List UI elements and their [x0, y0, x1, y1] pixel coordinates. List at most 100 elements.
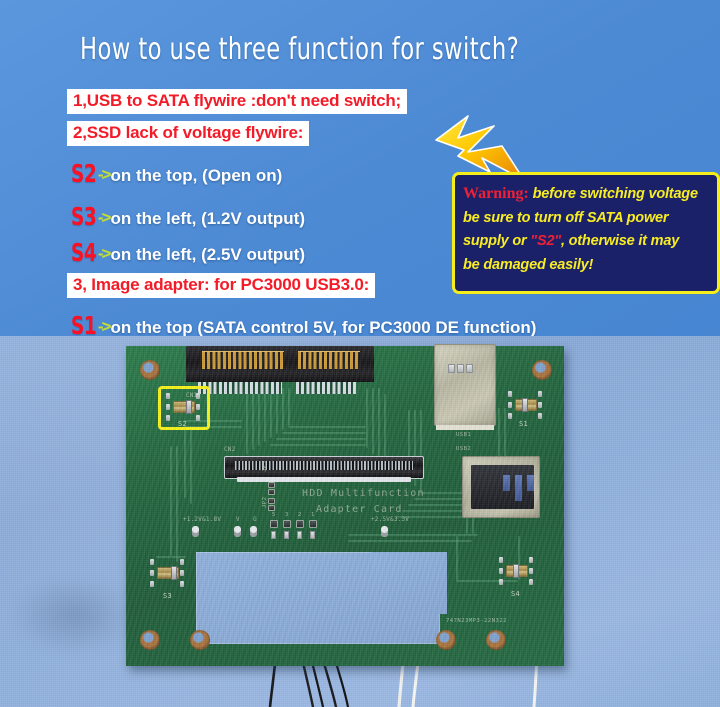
sata-data-pins	[202, 351, 284, 369]
switch-knob[interactable]	[522, 398, 528, 412]
usb2-connector[interactable]	[462, 456, 540, 518]
photo-shadow	[10, 576, 140, 656]
switch-s4[interactable]	[499, 557, 533, 585]
mounting-hole	[140, 360, 160, 380]
pcb-trace	[414, 498, 466, 500]
smd-component	[466, 364, 473, 373]
switch-desc-s4: on the left, (2.5V output)	[110, 245, 305, 264]
pcb-trace	[184, 426, 186, 498]
arrow-icon: ->	[97, 165, 112, 184]
solder-pad	[309, 520, 317, 528]
switch-s2[interactable]	[166, 393, 200, 421]
pcb-trace	[414, 410, 416, 486]
pcb-trace	[456, 536, 458, 580]
mounting-hole	[532, 360, 552, 380]
pcb-trace	[156, 556, 186, 558]
switch-pin	[166, 404, 170, 410]
pcb-trace	[170, 446, 172, 556]
mounting-hole	[436, 630, 456, 650]
silk-usb1: USB1	[456, 432, 472, 438]
instruction-line-2: 2,SSD lack of voltage flywire:	[67, 121, 310, 146]
sata-connector	[186, 346, 374, 382]
switch-pin	[538, 413, 542, 419]
switch-pin	[529, 568, 533, 574]
switch-label-s3: S3	[71, 202, 97, 231]
usb2-fin	[515, 475, 522, 501]
solder-pad	[270, 520, 278, 528]
cn2-slot	[235, 461, 413, 470]
switch-s3[interactable]	[150, 559, 184, 587]
instruction-line-3: 3, Image adapter: for PC3000 USB3.0:	[67, 273, 376, 298]
mounting-hole	[140, 630, 160, 650]
sata-power-pins	[298, 351, 360, 369]
warning-line-2: be sure to turn off SATA power	[463, 209, 669, 226]
pcb-trace	[408, 504, 466, 506]
switch-pin	[150, 581, 154, 587]
switch-pin	[508, 402, 512, 408]
warning-switch-ref: "S2"	[530, 233, 561, 250]
switch-pin	[166, 415, 170, 421]
switch-line-s4: S4->on the left, (2.5V output)	[71, 240, 305, 265]
warning-text-3a: supply or	[463, 233, 531, 250]
usb2-mouth	[471, 465, 534, 509]
usb1-connector[interactable]	[434, 344, 496, 426]
product-photo: CN1 CN2 USB1 USB2	[0, 336, 720, 707]
switch-knob[interactable]	[171, 566, 177, 580]
switch-knob[interactable]	[513, 564, 519, 578]
switch-pin	[150, 559, 154, 565]
switch-line-s3: S3->on the left, (1.2V output)	[71, 204, 305, 229]
pcb-trace	[252, 388, 254, 450]
switch-pin	[166, 393, 170, 399]
switch-desc-s3: on the left, (1.2V output)	[110, 209, 305, 228]
pcb-cutout-extra	[371, 552, 447, 614]
arrow-icon: ->	[97, 317, 112, 336]
usb1-tab	[436, 425, 494, 430]
instruction-line-1: 1,USB to SATA flywire :don't need switch…	[67, 89, 407, 114]
pcb-trace	[184, 420, 242, 422]
switch-desc-s2: on the top, (Open on)	[110, 166, 283, 185]
switch-pin	[529, 579, 533, 585]
usb2-fin	[503, 475, 510, 491]
silk-brand-line-1: HDD Multifunction	[302, 488, 425, 499]
jumper-pad	[268, 498, 275, 504]
pcb-trace	[420, 410, 422, 492]
silk-testpoint-g: G	[253, 516, 257, 523]
switch-pin	[180, 570, 184, 576]
cn2-lip	[237, 477, 411, 482]
arrow-icon: ->	[97, 244, 112, 263]
silk-pad-label-5: 5	[272, 512, 276, 518]
solder-pad-lower	[284, 531, 289, 539]
s2-highlight-ring	[158, 386, 210, 430]
pcb-trace	[282, 432, 366, 434]
pcb-trace	[184, 426, 242, 428]
switch-s1[interactable]	[508, 391, 542, 419]
smd-component	[457, 364, 464, 373]
silk-brand-line-2: Adapter Card	[316, 504, 403, 515]
sata-solder-pads	[198, 382, 282, 394]
warning-line-4: be damaged easily!	[463, 256, 594, 273]
switch-pin	[196, 415, 200, 421]
warning-line-3: supply or "S2", otherwise it may	[463, 230, 710, 253]
pcb-trace	[190, 426, 192, 504]
pcb-trace	[348, 540, 472, 542]
pcb-trace	[288, 388, 290, 426]
warning-text-3c: , otherwise it may	[560, 233, 680, 250]
switch-pin	[529, 557, 533, 563]
solder-pad	[283, 520, 291, 528]
switch-pin	[180, 559, 184, 565]
solder-pad-lower	[271, 531, 276, 539]
silk-usb2: USB2	[456, 446, 472, 452]
pcb-trace	[396, 516, 466, 518]
switch-knob[interactable]	[186, 400, 192, 414]
pcb-trace	[366, 388, 368, 448]
pcb-trace	[282, 388, 284, 430]
jumper-pad	[268, 482, 275, 488]
mounting-hole	[486, 630, 506, 650]
pcb-trace	[504, 408, 506, 494]
switch-pin	[508, 391, 512, 397]
switch-pin	[499, 557, 503, 563]
testpoint-via	[192, 526, 199, 537]
mounting-hole	[190, 630, 210, 650]
testpoint-via	[381, 526, 388, 537]
